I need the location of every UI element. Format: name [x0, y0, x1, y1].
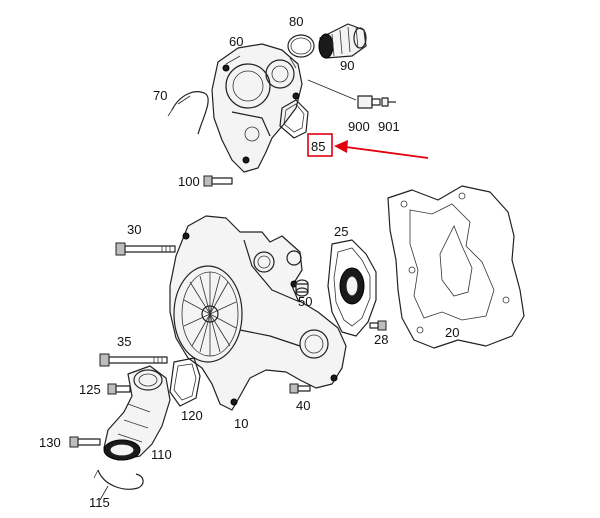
thermostat-90 [318, 23, 367, 59]
callout-80: 80 [289, 14, 303, 29]
clip-70 [171, 91, 209, 135]
clip-115 [97, 469, 144, 490]
callout-110: 110 [151, 447, 172, 462]
callout-10: 10 [234, 416, 248, 431]
water-pump-10 [169, 215, 347, 411]
callout-25: 25 [334, 224, 348, 239]
callout-60: 60 [229, 34, 243, 49]
highlight-arrow-head [334, 140, 348, 153]
callout-85: 85 [311, 139, 325, 154]
gasket-85 [279, 99, 309, 139]
bolt-40 [289, 383, 311, 394]
bolt-100 [203, 175, 233, 187]
callout-120: 120 [181, 408, 203, 423]
callout-900: 900 [348, 119, 370, 134]
gasket-120 [169, 357, 201, 407]
gasket-20 [387, 185, 525, 349]
callout-901: 901 [378, 119, 400, 134]
sensor-900 [357, 95, 381, 109]
callout-100: 100 [178, 174, 200, 189]
callout-35: 35 [117, 334, 131, 349]
callout-20: 20 [445, 325, 459, 340]
bolt-28 [369, 320, 387, 331]
inlet-elbow-110 [103, 365, 171, 461]
callout-70: 70 [153, 88, 167, 103]
pin-901 [381, 97, 396, 107]
o-ring-80 [287, 34, 315, 58]
highlight-box [307, 133, 333, 157]
callout-50: 50 [298, 294, 312, 309]
callout-125: 125 [79, 382, 101, 397]
callout-90: 90 [340, 58, 354, 73]
bolt-35 [99, 353, 168, 367]
callout-28: 28 [374, 332, 388, 347]
callout-40: 40 [296, 398, 310, 413]
seal-plate-25 [327, 239, 377, 337]
callout-30: 30 [127, 222, 141, 237]
bolt-130 [69, 436, 101, 448]
callout-130: 130 [39, 435, 61, 450]
callout-115: 115 [89, 495, 110, 510]
thermostat-housing-60 [211, 43, 303, 173]
bolt-30 [115, 242, 176, 256]
bolt-125 [107, 383, 131, 395]
highlight-arrow-line [345, 146, 429, 159]
plug-50 [295, 279, 309, 297]
